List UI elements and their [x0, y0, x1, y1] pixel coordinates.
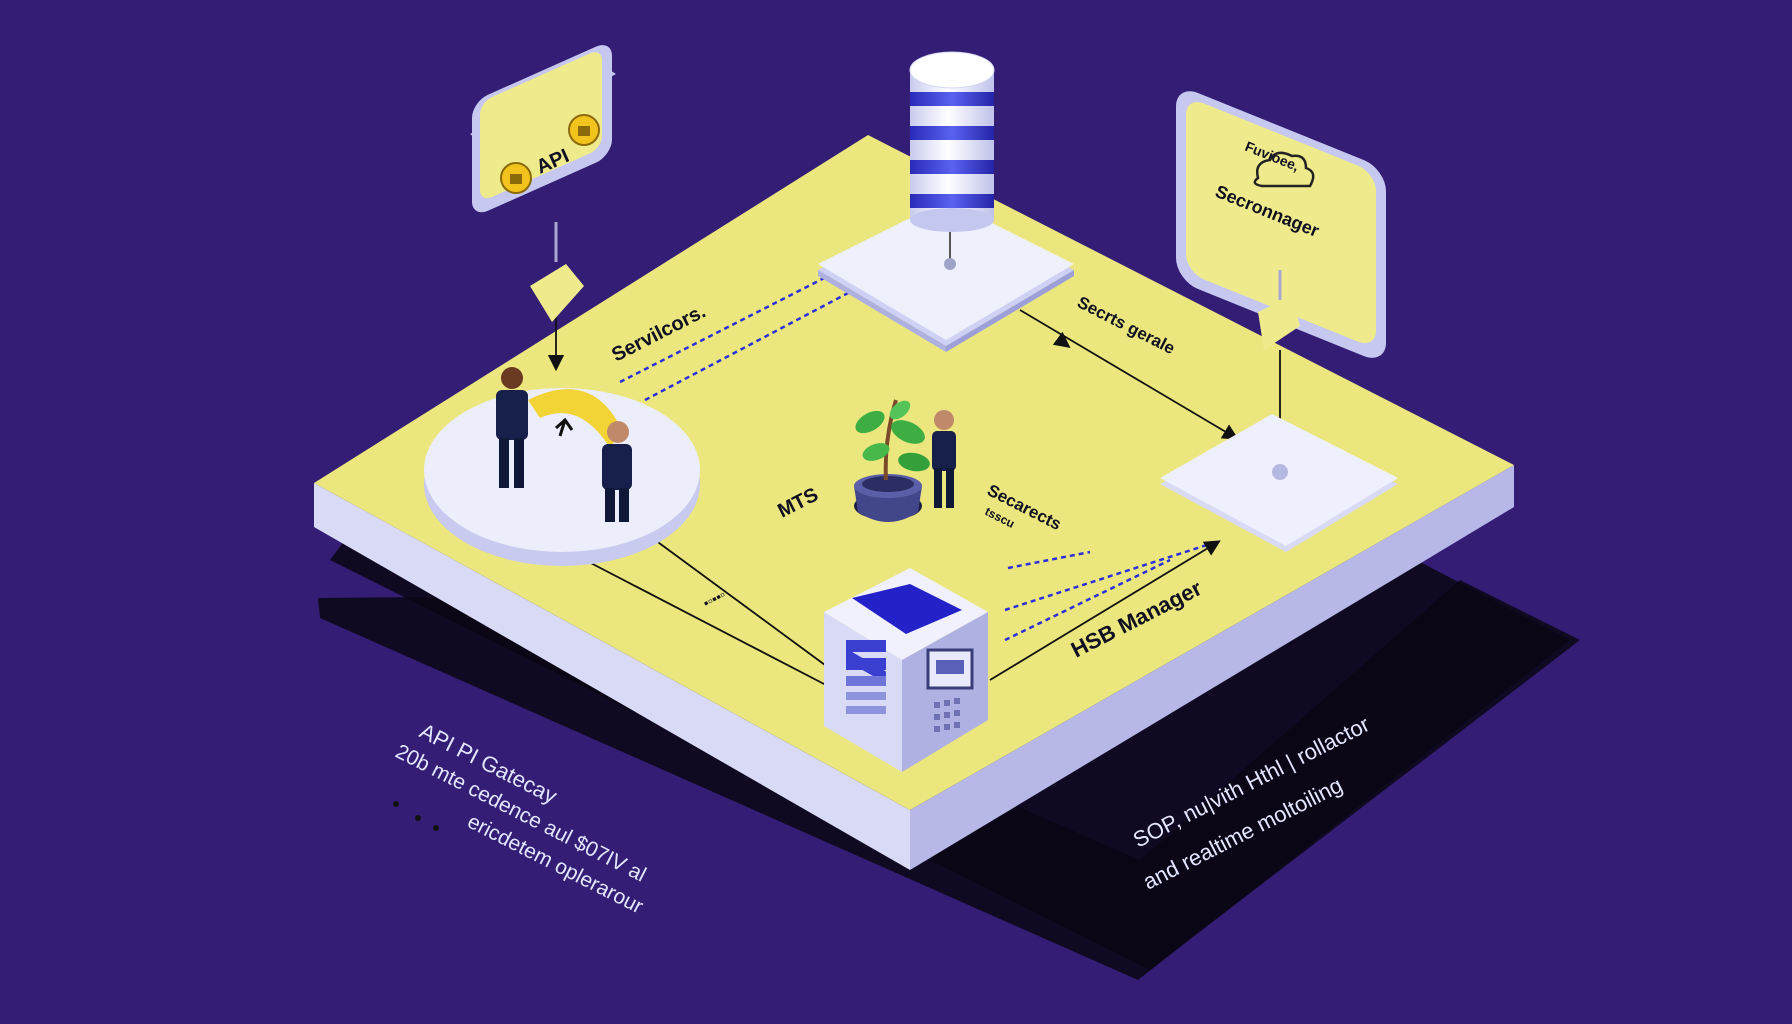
person-icon [496, 367, 528, 488]
secrets-pad [1160, 414, 1398, 552]
cloud-icon [1253, 151, 1315, 188]
arrow-icon [633, 524, 826, 666]
dashed-connectors [619, 268, 1211, 642]
arrow-icon [1019, 309, 1239, 440]
gateway-pad [424, 367, 700, 566]
person-icon [602, 421, 632, 522]
platform-shadow-2 [330, 520, 1580, 970]
arrow-icon [989, 540, 1221, 681]
hsm-server-icon [824, 568, 988, 772]
plant-icon [854, 399, 930, 522]
coin-lock-icon [568, 114, 600, 146]
caption-left-line-2: 20b mte cedence aul $07IV al [392, 740, 650, 887]
left-caption: API PI Gatecay 20b mte cedence aul $07IV… [392, 718, 650, 918]
platform-side-right [910, 465, 1514, 870]
coin-lock-icon [500, 162, 532, 194]
person-icon [932, 410, 956, 508]
database-node [818, 51, 1074, 352]
solid-arrows [547, 304, 1289, 686]
api-sign: API [470, 45, 616, 322]
platform [314, 135, 1514, 870]
platform-top [314, 135, 1514, 810]
platform-side-left [314, 483, 910, 870]
secrets-manager-sign: Fuvioee, Secronnager [1176, 91, 1386, 358]
database-icon [909, 51, 995, 232]
